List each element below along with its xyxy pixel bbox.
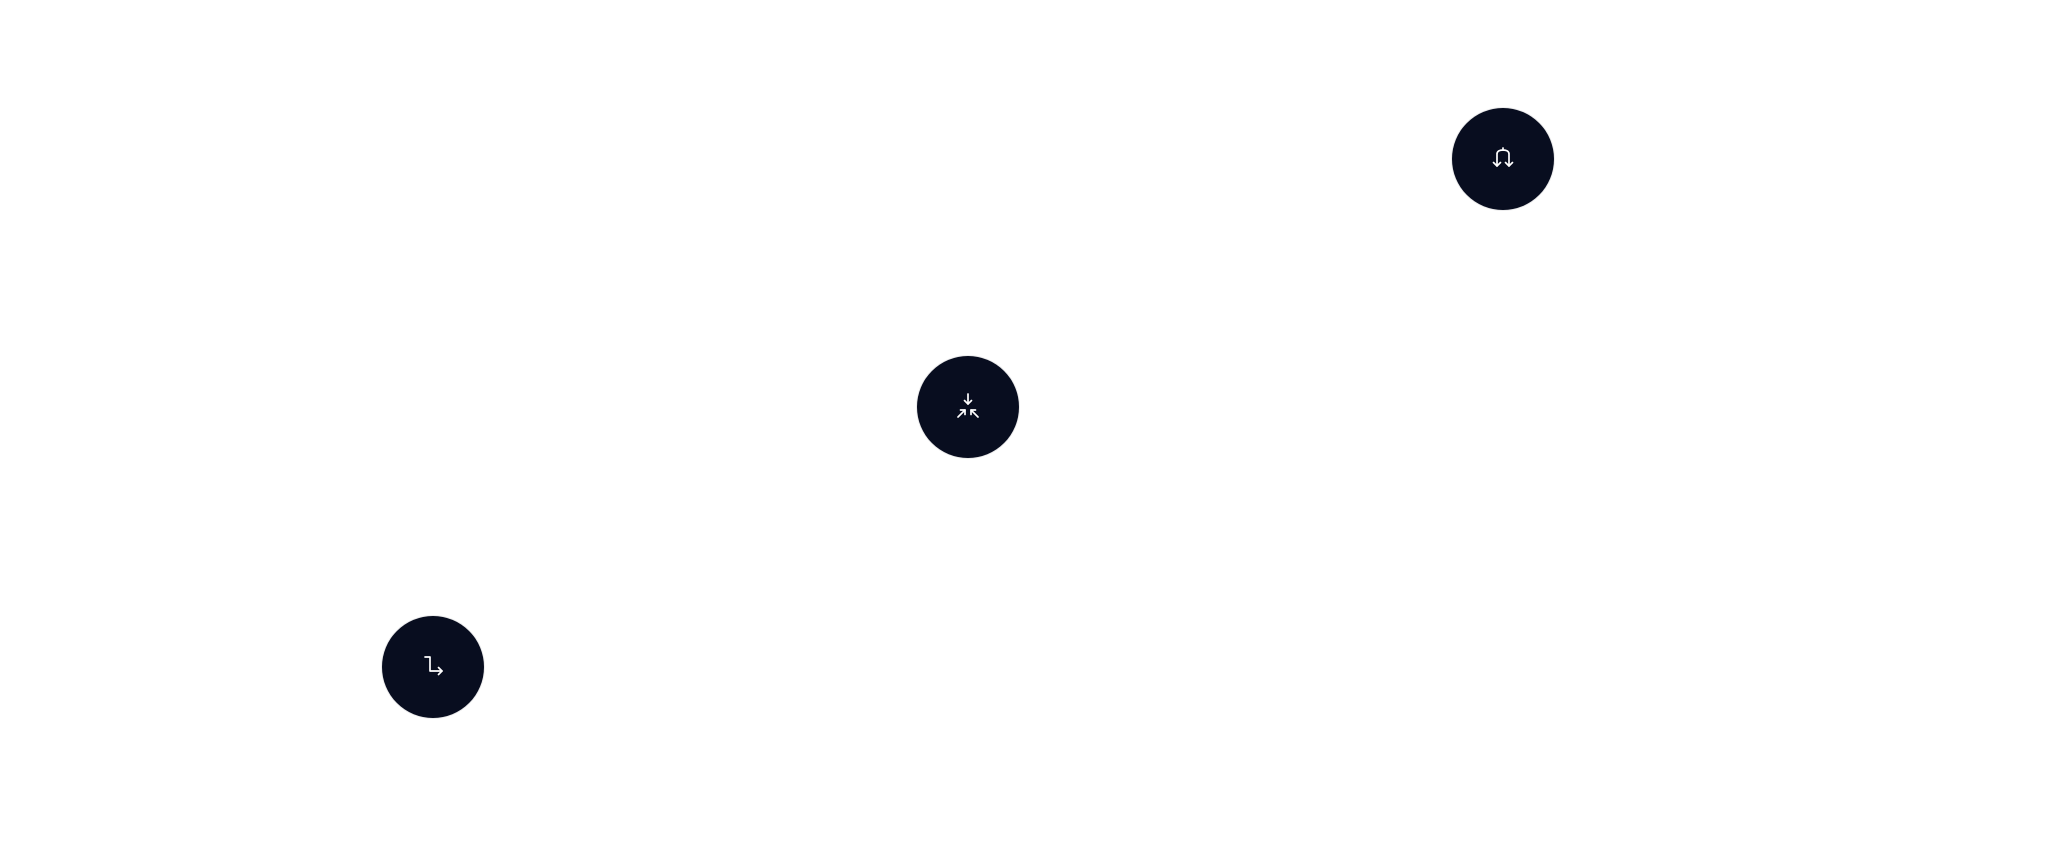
merge-button[interactable] [917,356,1019,458]
merge-arrows-icon [957,393,979,418]
turn-button[interactable] [382,616,484,718]
split-button[interactable] [1452,108,1554,210]
corner-down-right-arrow-icon [424,656,443,676]
split-arrows-icon [1492,147,1514,167]
